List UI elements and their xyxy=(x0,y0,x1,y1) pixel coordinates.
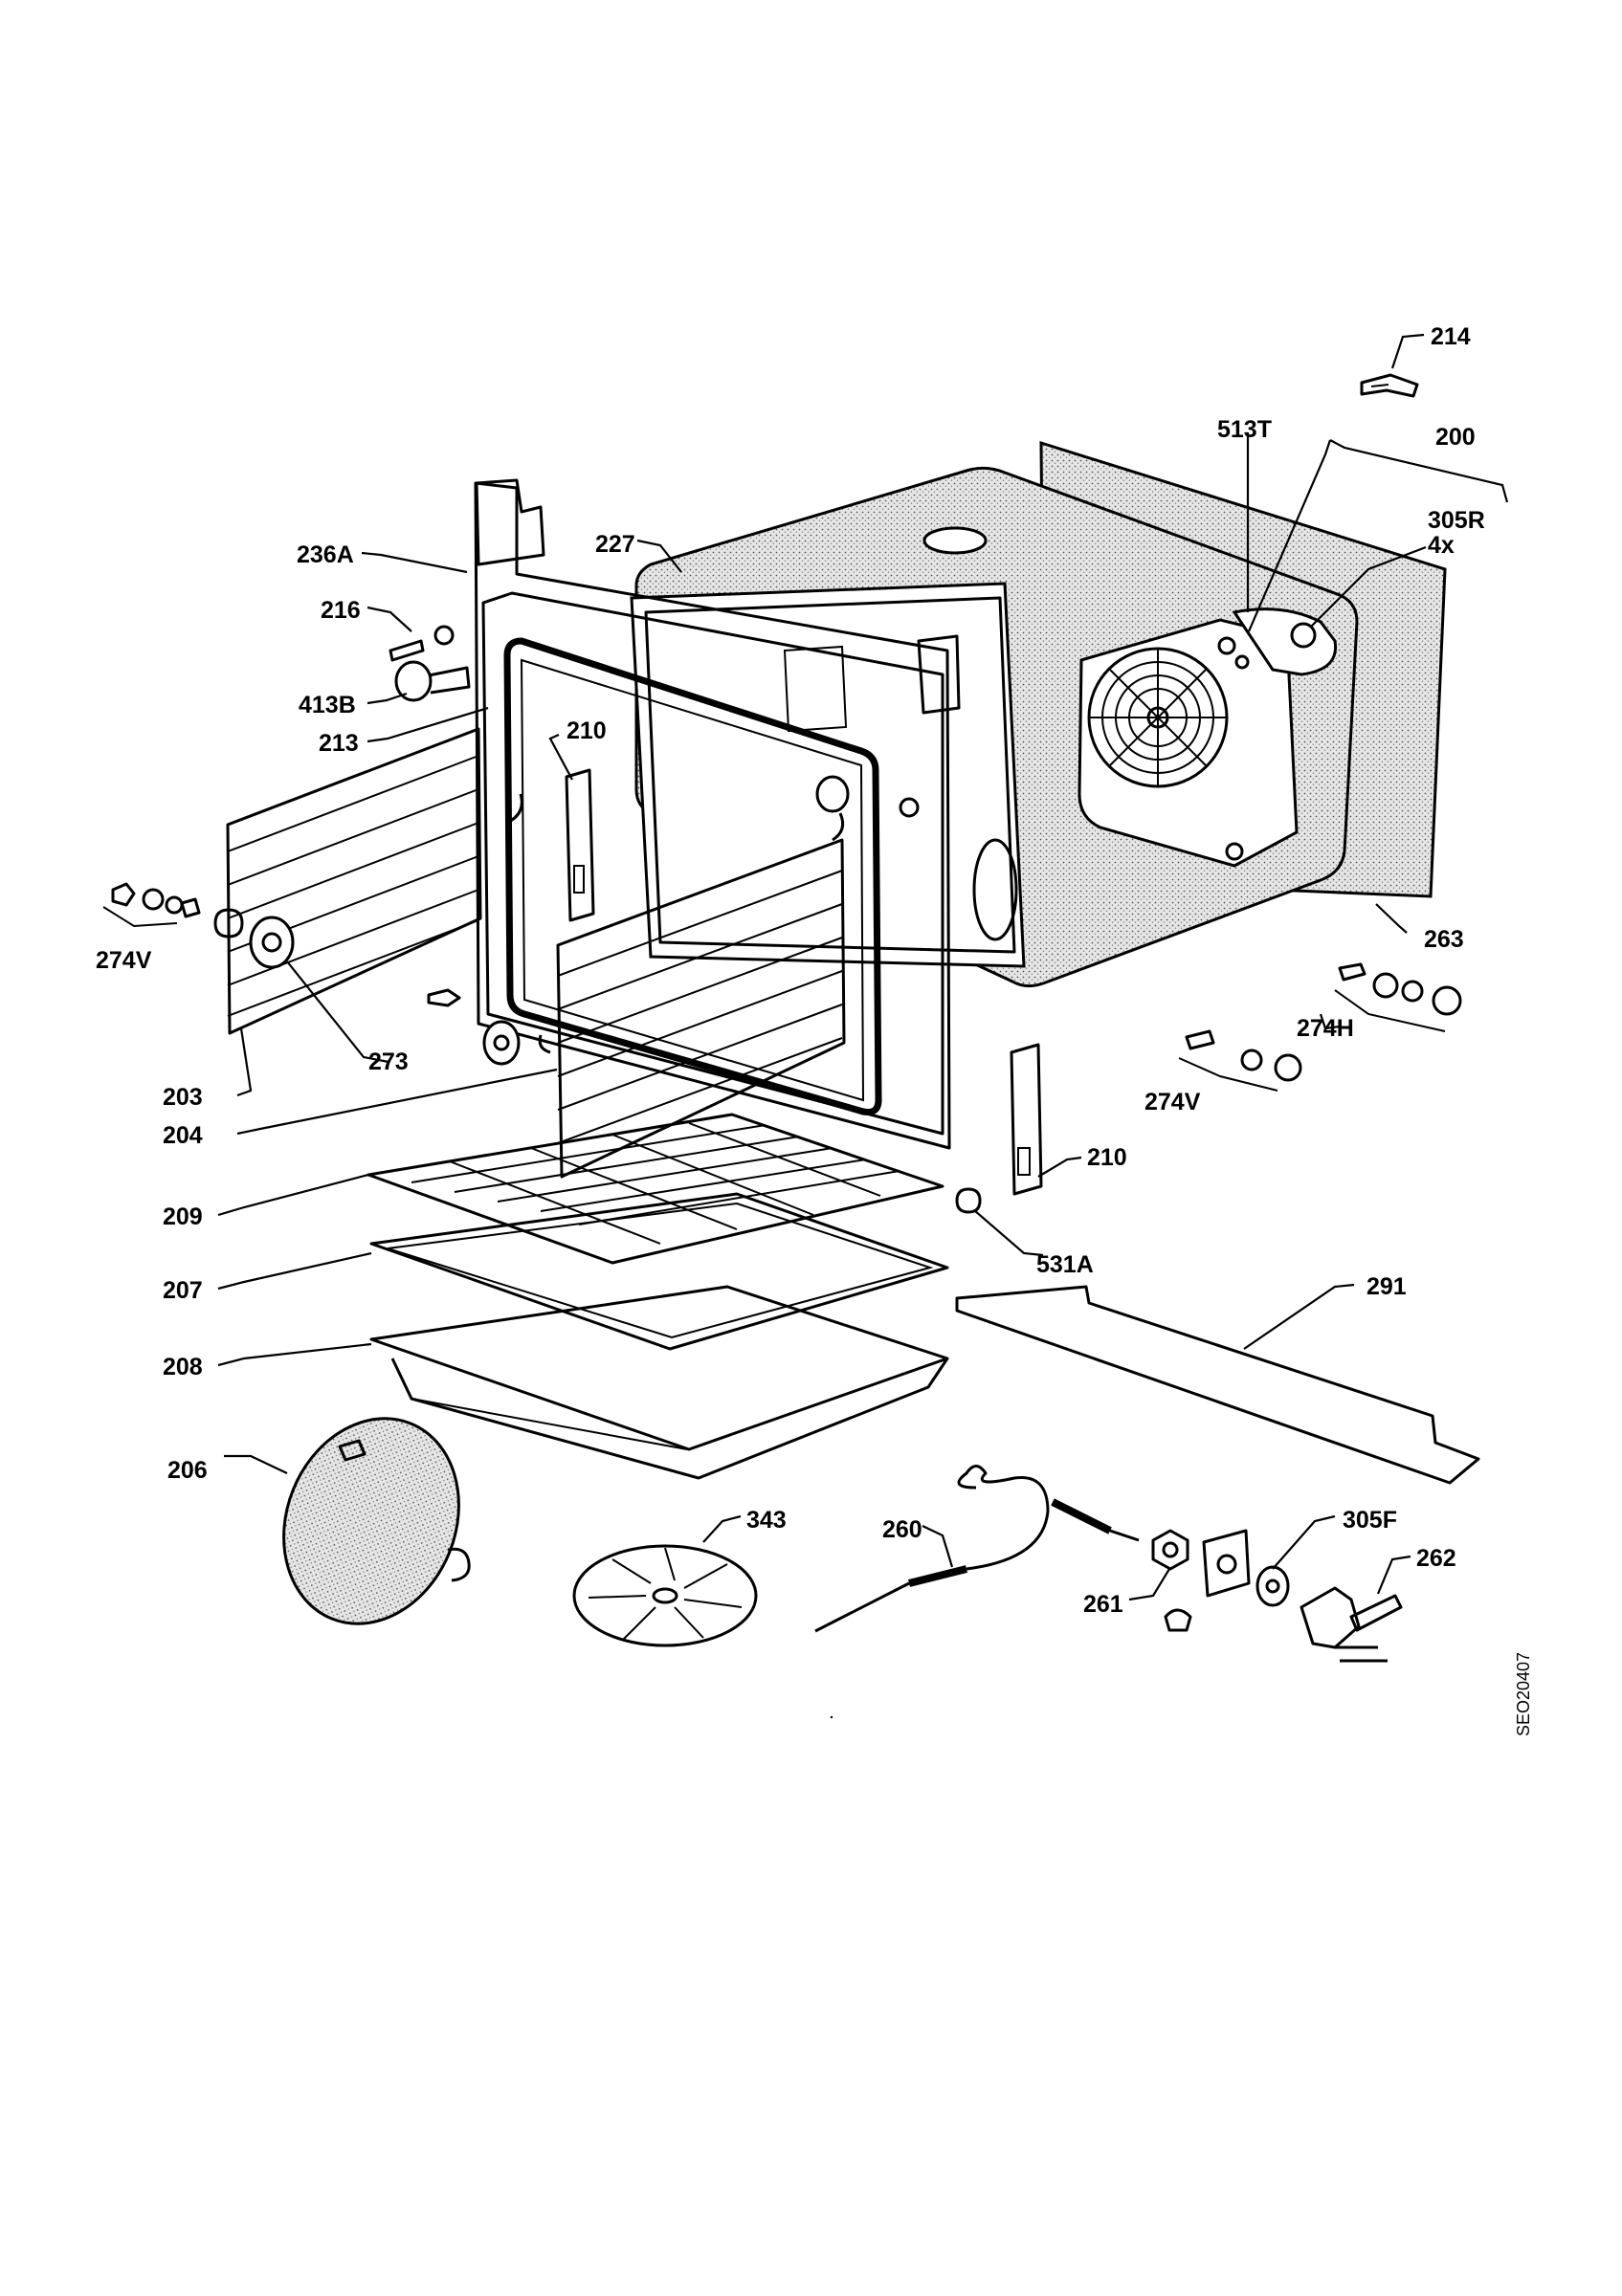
callout-274H: 274H xyxy=(1297,1015,1354,1042)
callout-273: 273 xyxy=(368,1049,409,1075)
callout-261: 261 xyxy=(1083,1591,1123,1618)
callout-274V-right: 274V xyxy=(1144,1089,1201,1115)
part-209-wire-shelf xyxy=(367,1113,944,1265)
callout-236A: 236A xyxy=(297,541,354,568)
callout-206: 206 xyxy=(167,1457,208,1484)
part-305F-bracket xyxy=(1202,1529,1290,1607)
callout-208: 208 xyxy=(163,1354,203,1380)
callout-labels: 214 513T 200 305R 4x 236A 227 216 413B 2… xyxy=(96,323,1485,1618)
part-203-left-shelf-rail xyxy=(213,727,523,1035)
callout-210-upper: 210 xyxy=(567,718,607,744)
part-200-fan-assembly xyxy=(1078,607,1338,868)
callout-262: 262 xyxy=(1416,1545,1456,1572)
figure-code: SEO20407 xyxy=(1514,1652,1533,1736)
part-273-cover-caps xyxy=(249,916,521,1066)
part-274H-right-hinge-set xyxy=(1334,962,1462,1032)
callout-291: 291 xyxy=(1366,1273,1407,1300)
callout-204: 204 xyxy=(163,1122,203,1149)
callout-227: 227 xyxy=(595,531,635,558)
part-274V-right-hinge-set xyxy=(1178,1029,1302,1092)
part-260-meat-probe xyxy=(814,1465,1140,1633)
part-262-socket xyxy=(1300,1586,1403,1663)
part-214-clip xyxy=(1360,373,1419,398)
callout-531A: 531A xyxy=(1036,1251,1094,1278)
callout-513T: 513T xyxy=(1217,416,1272,443)
leader-lines xyxy=(217,333,1509,1601)
part-291-strip xyxy=(955,1285,1480,1485)
part-274V-left-hinge-set xyxy=(102,882,201,928)
callout-260: 260 xyxy=(882,1516,922,1543)
callout-213: 213 xyxy=(319,730,359,757)
part-261-nut xyxy=(1151,1529,1192,1632)
callout-343: 343 xyxy=(746,1507,787,1534)
callout-200: 200 xyxy=(1435,424,1476,451)
part-343-baffle-disc xyxy=(572,1544,758,1647)
callout-305R: 305R xyxy=(1428,507,1485,534)
part-210-guide-inner xyxy=(565,768,595,922)
part-236A-front-frame xyxy=(389,478,961,1150)
part-227-oven-cavity xyxy=(630,466,1359,988)
part-210-guide-outer xyxy=(955,1043,1043,1214)
callout-203: 203 xyxy=(163,1084,203,1111)
part-206-grease-filter xyxy=(282,1417,471,1625)
part-204-right-shelf-rail xyxy=(538,812,846,1179)
part-208-deep-pan xyxy=(369,1285,949,1480)
callout-305R-qty: 4x xyxy=(1428,532,1455,559)
callout-274V-left: 274V xyxy=(96,947,152,974)
callout-209: 209 xyxy=(163,1203,203,1230)
callout-207: 207 xyxy=(163,1277,203,1304)
callout-214: 214 xyxy=(1431,323,1471,350)
callout-413B: 413B xyxy=(299,692,356,718)
callout-210-lower: 210 xyxy=(1087,1144,1127,1171)
callout-305F: 305F xyxy=(1343,1507,1397,1534)
callout-216: 216 xyxy=(321,597,361,624)
callout-263: 263 xyxy=(1424,926,1464,953)
